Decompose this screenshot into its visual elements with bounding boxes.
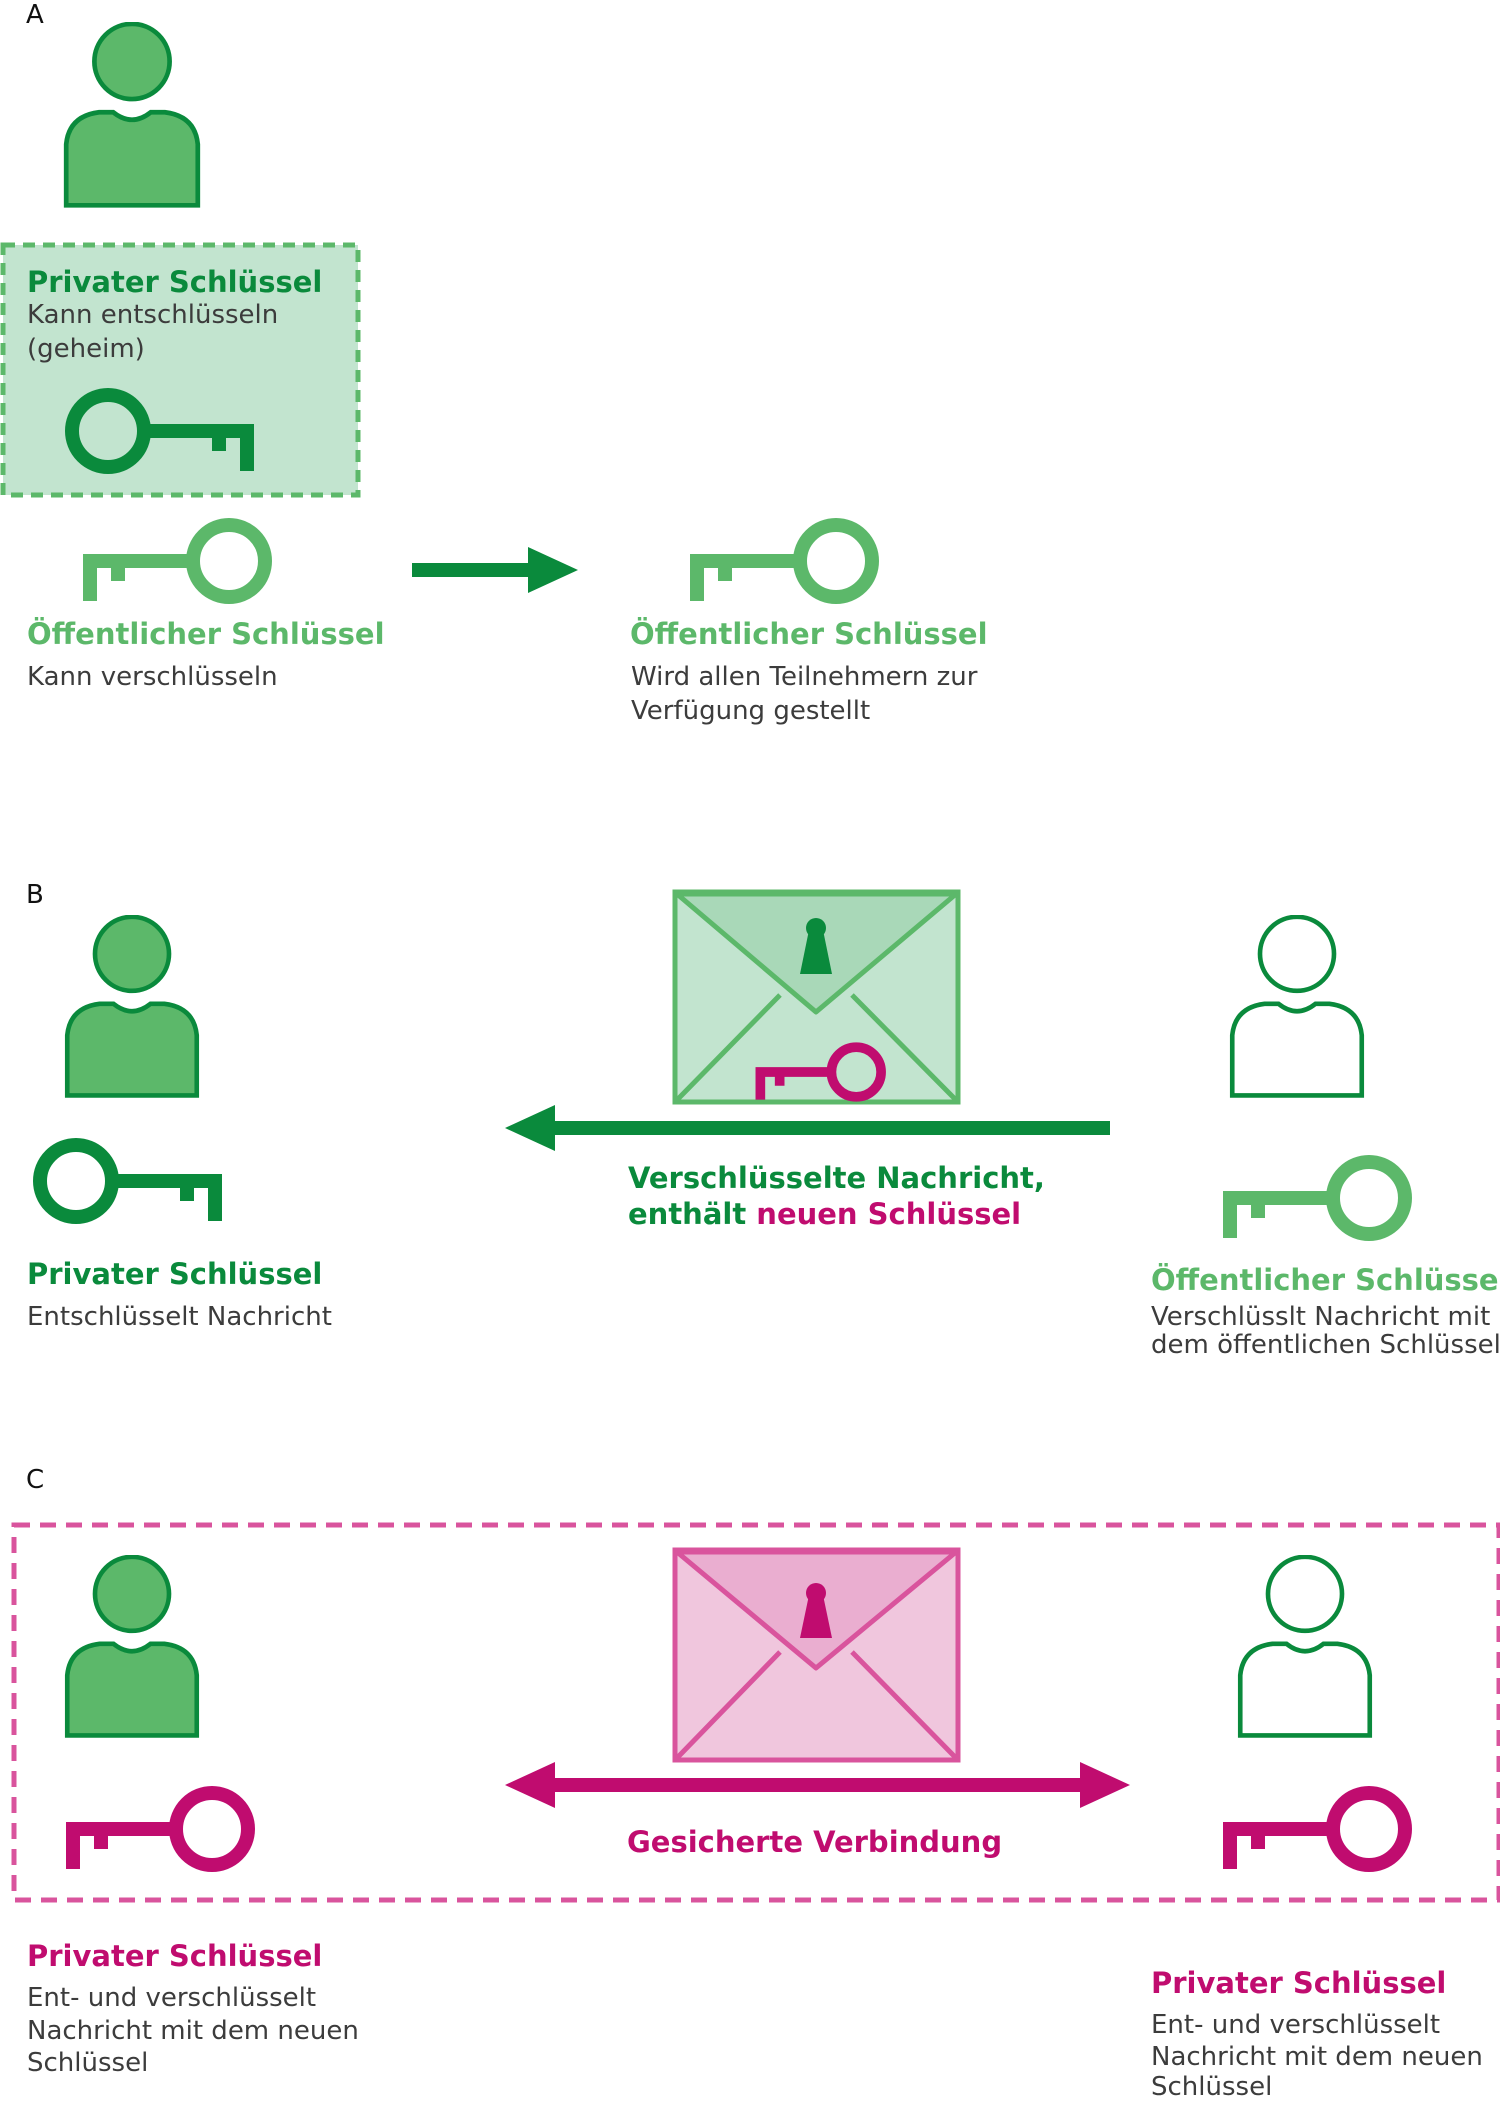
private-key-desc-line2: (geheim): [27, 334, 145, 364]
public-key-desc-line1: Verschlüsslt Nachricht mit: [1151, 1302, 1491, 1332]
section-c-letter: C: [26, 1465, 45, 1495]
section-b: [40, 889, 1405, 1238]
person-icon: [67, 917, 197, 1096]
public-key-desc-line2: dem öffentlichen Schlüssel: [1151, 1330, 1500, 1360]
encrypted-message-label-line2: enthält neuen Schlüssel: [628, 1200, 1021, 1229]
right-private-key-desc-line3: Schlüssel: [1151, 2072, 1273, 2102]
private-key-icon: [40, 1145, 222, 1221]
envelope-locked-icon: [672, 1547, 961, 1763]
left-private-key-desc-line3: Schlüssel: [27, 2048, 149, 2078]
right-private-key-desc-line1: Ent- und verschlüsselt: [1151, 2010, 1441, 2040]
left-private-key-title: Privater Schlüssel: [27, 1939, 323, 1973]
section-a: [0, 24, 872, 601]
secure-connection-label: Gesicherte Verbindung: [627, 1825, 1003, 1859]
right-private-key-title: Privater Schlüssel: [1151, 1966, 1447, 2000]
private-key-icon: [66, 1793, 248, 1869]
right-private-key-desc-line2: Nachricht mit dem neuen: [1151, 2042, 1483, 2072]
left-private-key-desc-line1: Ent- und verschlüsselt: [27, 1983, 317, 2013]
person-outline-icon: [1232, 917, 1362, 1096]
secure-connection-box: [11, 1522, 1500, 1903]
private-key-desc: Entschlüsselt Nachricht: [27, 1302, 332, 1332]
public-key-shared-icon: [690, 525, 872, 601]
public-key-title: Öffentlicher Schlüssel: [27, 617, 385, 651]
section-a-letter: A: [26, 0, 44, 30]
person-outline-icon: [1240, 1557, 1370, 1736]
shared-public-key-desc-line2: Verfügung gestellt: [631, 696, 871, 726]
private-key-title: Privater Schlüssel: [27, 1257, 323, 1291]
envelope-locked-icon: [672, 889, 961, 1105]
private-key-icon: [1223, 1793, 1405, 1869]
public-key-icon: [83, 525, 265, 601]
shared-public-key-title: Öffentlicher Schlüssel: [630, 617, 988, 651]
person-icon: [66, 24, 198, 205]
new-key-highlight: neuen Schlüssel: [756, 1197, 1022, 1231]
person-icon: [67, 1557, 197, 1736]
section-b-letter: B: [26, 880, 44, 910]
section-c: [11, 1522, 1500, 1903]
private-key-box: [0, 242, 361, 498]
public-key-desc: Kann verschlüsseln: [27, 662, 278, 692]
encrypted-message-label-line1: Verschlüsselte Nachricht,: [628, 1161, 1045, 1195]
encrypted-message-prefix: enthält: [628, 1197, 757, 1231]
keyhole-icon: [800, 918, 832, 974]
arrow-double-icon: [505, 1762, 1130, 1808]
public-key-icon: [1223, 1162, 1405, 1238]
shared-public-key-desc-line1: Wird allen Teilnehmern zur: [631, 662, 978, 692]
arrow-right-icon: [412, 547, 578, 593]
left-private-key-desc-line2: Nachricht mit dem neuen: [27, 2016, 359, 2046]
private-key-desc-line1: Kann entschlüsseln: [27, 300, 279, 330]
public-key-title: Öffentlicher Schlüssel: [1151, 1263, 1500, 1297]
keyhole-icon: [800, 1583, 832, 1638]
private-key-title: Privater Schlüssel: [27, 265, 323, 299]
arrow-left-icon: [505, 1105, 1110, 1151]
